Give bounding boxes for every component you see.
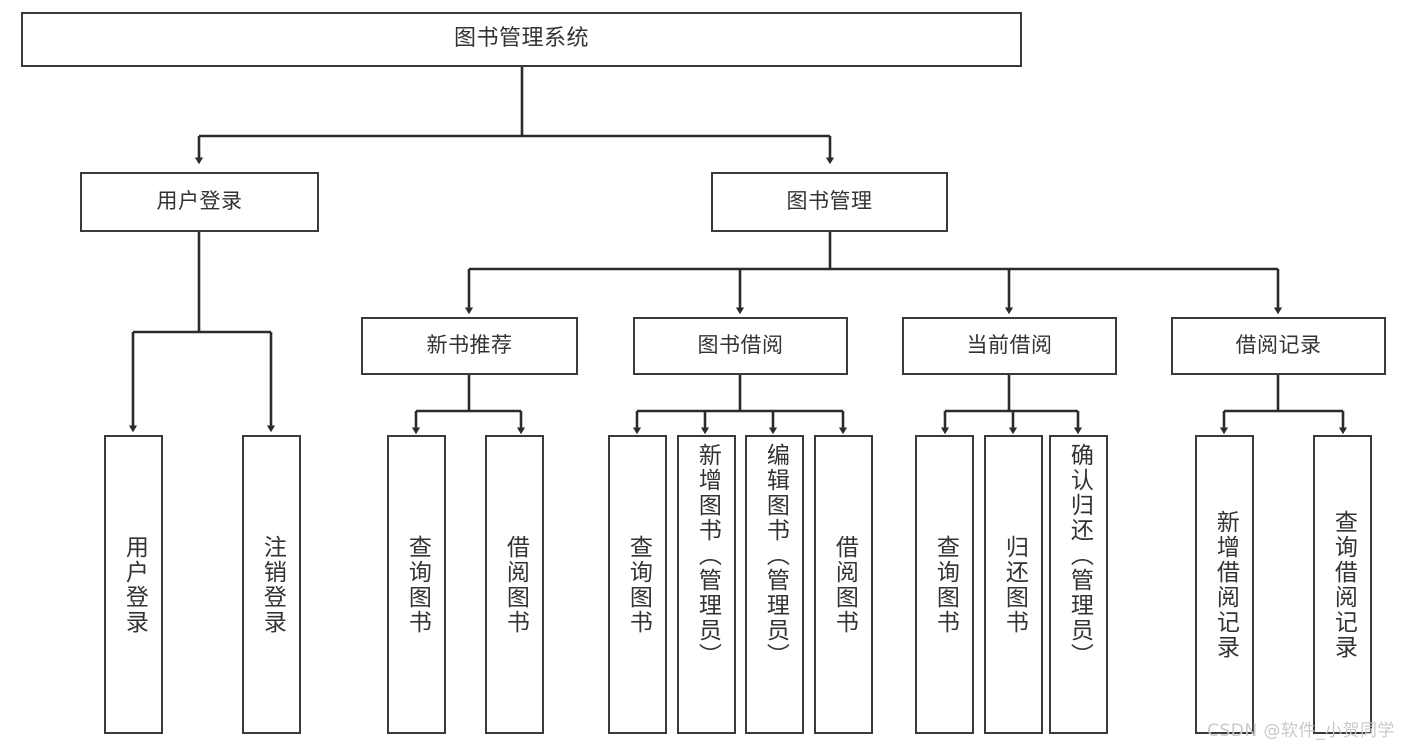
node-book-borrow-label: 图书借阅 xyxy=(697,333,784,358)
watermark-text: CSDN @软件_小贺同学 xyxy=(1207,721,1395,741)
leaf-user-login[interactable]: 用户登录 xyxy=(104,435,163,734)
node-book-management[interactable]: 图书管理 xyxy=(711,172,948,232)
node-root[interactable]: 图书管理系统 xyxy=(21,12,1022,67)
node-borrow-record[interactable]: 借阅记录 xyxy=(1171,317,1386,375)
node-current-borrow[interactable]: 当前借阅 xyxy=(902,317,1117,375)
leaf-add-borrow-record[interactable]: 新增借阅记录 xyxy=(1195,435,1254,734)
node-root-label: 图书管理系统 xyxy=(453,26,589,52)
node-book-management-label: 图书管理 xyxy=(786,189,873,214)
leaf-return-book[interactable]: 归还图书 xyxy=(984,435,1043,734)
node-book-borrow[interactable]: 图书借阅 xyxy=(633,317,848,375)
leaf-borrow-query-book[interactable]: 查询图书 xyxy=(608,435,667,734)
node-user-login[interactable]: 用户登录 xyxy=(80,172,319,232)
leaf-borrow-book-label: 借阅图书 xyxy=(831,534,858,635)
node-current-borrow-label: 当前借阅 xyxy=(966,333,1053,358)
leaf-return-book-label: 归还图书 xyxy=(1001,534,1028,635)
leaf-recommend-borrow-book[interactable]: 借阅图书 xyxy=(485,435,544,734)
node-borrow-record-label: 借阅记录 xyxy=(1235,333,1322,358)
leaf-borrow-book[interactable]: 借阅图书 xyxy=(814,435,873,734)
node-user-login-label: 用户登录 xyxy=(156,189,243,214)
leaf-query-borrow-record[interactable]: 查询借阅记录 xyxy=(1313,435,1372,734)
leaf-recommend-query-book[interactable]: 查询图书 xyxy=(387,435,446,734)
leaf-logout-label: 注销登录 xyxy=(259,534,286,635)
node-new-book-recommend-label: 新书推荐 xyxy=(426,333,513,358)
leaf-borrow-query-book-label: 查询图书 xyxy=(625,534,652,635)
leaf-edit-book-admin[interactable]: 编辑图书（管理员） xyxy=(745,435,804,734)
node-new-book-recommend[interactable]: 新书推荐 xyxy=(361,317,578,375)
leaf-edit-book-admin-label: 编辑图书（管理员） xyxy=(762,443,789,668)
leaf-add-borrow-record-label: 新增借阅记录 xyxy=(1212,509,1239,660)
leaf-confirm-return-admin-label: 确认归还（管理员） xyxy=(1066,443,1093,668)
leaf-recommend-borrow-book-label: 借阅图书 xyxy=(502,534,529,635)
leaf-add-book-admin[interactable]: 新增图书（管理员） xyxy=(677,435,736,734)
leaf-confirm-return-admin[interactable]: 确认归还（管理员） xyxy=(1049,435,1108,734)
leaf-logout[interactable]: 注销登录 xyxy=(242,435,301,734)
leaf-user-login-label: 用户登录 xyxy=(121,534,148,635)
leaf-recommend-query-book-label: 查询图书 xyxy=(404,534,431,635)
leaf-query-borrow-record-label: 查询借阅记录 xyxy=(1330,509,1357,660)
leaf-current-query-book[interactable]: 查询图书 xyxy=(915,435,974,734)
leaf-current-query-book-label: 查询图书 xyxy=(932,534,959,635)
leaf-add-book-admin-label: 新增图书（管理员） xyxy=(694,443,721,668)
